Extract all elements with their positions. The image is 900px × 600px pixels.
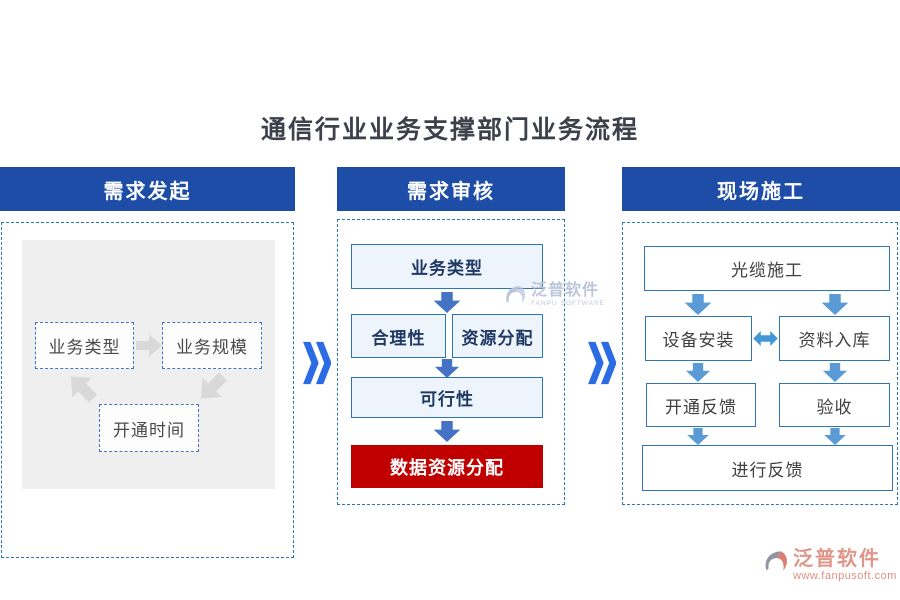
node-data-resource-allocation: 数据资源分配	[351, 445, 543, 488]
down-arrow-icon	[822, 363, 848, 382]
node-business-type-initiation: 业务类型	[35, 322, 134, 369]
double-chevron-icon	[303, 341, 331, 385]
node-equipment-installation: 设备安装	[645, 316, 752, 361]
down-arrow-icon	[433, 292, 461, 313]
left-right-arrow-icon	[753, 330, 778, 347]
node-business-type-review: 业务类型	[351, 244, 543, 289]
node-conduct-feedback: 进行反馈	[642, 445, 893, 491]
node-business-scale: 业务规模	[162, 322, 262, 369]
column-header-demand-initiation: 需求发起	[0, 167, 295, 211]
down-arrow-icon	[433, 421, 461, 442]
down-arrow-icon	[687, 428, 709, 445]
node-optical-cable-construction: 光缆施工	[644, 246, 890, 291]
down-arrow-icon	[821, 294, 849, 315]
node-resource-allocation: 资源分配	[452, 314, 543, 358]
up-left-arrow-icon	[70, 376, 98, 403]
down-arrow-icon	[434, 359, 460, 378]
watermark-center: 泛普软件 FANPU SOFTWARE	[503, 282, 605, 308]
down-arrow-icon	[685, 363, 711, 382]
node-opening-feedback: 开通反馈	[646, 383, 756, 427]
node-feasibility: 可行性	[351, 377, 543, 418]
page-title: 通信行业业务支撑部门业务流程	[260, 116, 639, 144]
fanpu-logo-icon	[506, 286, 526, 303]
node-acceptance: 验收	[779, 383, 890, 427]
node-data-warehousing: 资料入库	[779, 316, 890, 361]
fanpu-logo-icon	[765, 551, 787, 571]
column-header-site-construction: 现场施工	[622, 167, 900, 211]
watermark-tagline: FANPU SOFTWARE	[531, 300, 606, 307]
watermark-name: 泛普软件	[531, 282, 600, 299]
down-left-arrow-icon	[200, 372, 228, 399]
double-chevron-icon	[588, 341, 616, 385]
down-arrow-icon	[684, 294, 712, 315]
node-opening-time: 开通时间	[99, 404, 199, 452]
node-rationality: 合理性	[351, 314, 446, 358]
column-header-demand-review: 需求审核	[337, 167, 565, 211]
down-arrow-icon	[824, 428, 846, 445]
right-arrow-icon	[136, 334, 162, 357]
watermark-bottom-right: 泛普软件 www.fanpusoft.com	[762, 548, 897, 583]
watermark-name: 泛普软件	[793, 548, 881, 570]
watermark-url: www.fanpusoft.com	[793, 570, 897, 582]
